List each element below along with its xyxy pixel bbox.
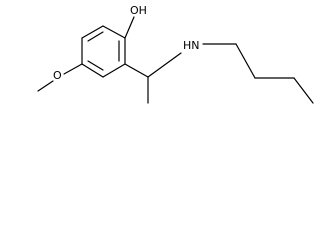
ring-double-bond-c2-c3 (87, 31, 104, 42)
bond-ring-methoxy-o (63, 63, 83, 75)
hydroxyl-label: OH (130, 4, 147, 17)
ring-double-bond-c4-c5 (87, 60, 104, 71)
bond-chiral-carbon-n (147, 52, 182, 78)
bond-ring-chiral-carbon (124, 63, 149, 78)
bond-butyl-c1-c2 (235, 43, 256, 79)
ring-bond-c5-c6 (102, 63, 126, 78)
bond-o-methyl (37, 80, 54, 92)
amine-label: HN (183, 39, 200, 52)
ring-bond-c4-c5 (81, 63, 104, 78)
benzene-ring (81, 25, 126, 78)
structure-canvas: OH O HN (0, 0, 326, 116)
bond-butyl-c3-c4 (293, 77, 314, 104)
ring-bond-c1-c2 (102, 25, 126, 39)
chemical-structure-drawing: OH O HN (37, 4, 314, 104)
bond-ring-oh (124, 16, 135, 39)
ring-bond-c2-c3 (81, 25, 104, 39)
methoxy-oxygen-label: O (53, 69, 62, 82)
